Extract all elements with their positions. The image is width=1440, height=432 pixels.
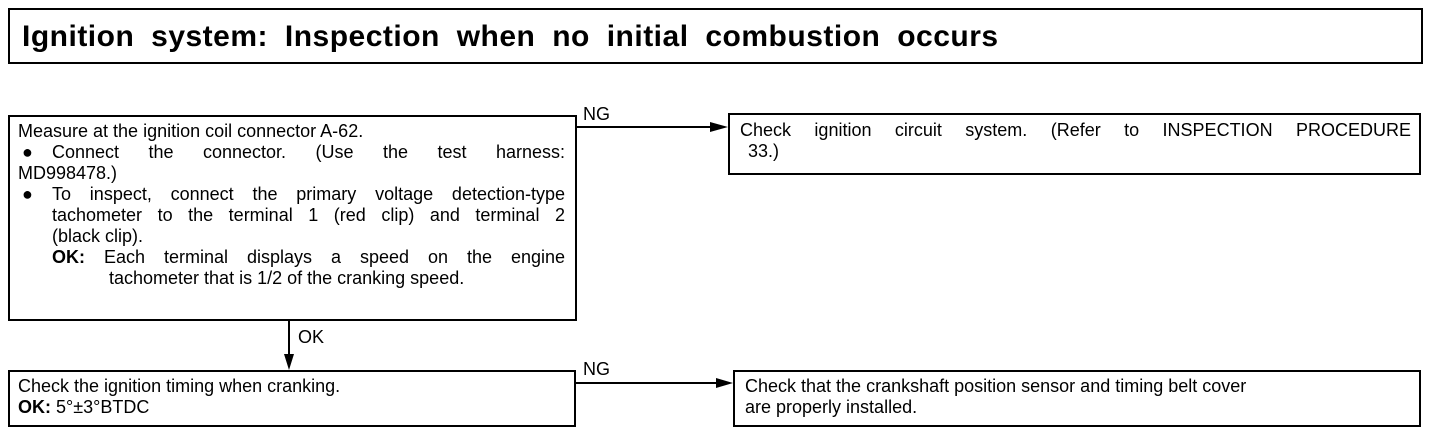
bullet-2-line-2: tachometer to the terminal 1 (red clip) …: [52, 205, 565, 225]
ok-line-2: tachometer that is 1/2 of the cranking s…: [109, 268, 465, 288]
timing-ok-line: OK: 5°±3°BTDC: [18, 397, 566, 418]
circuit-line-1: Check ignition circuit system. (Refer to…: [740, 120, 1411, 140]
ok-label: OK: [298, 327, 325, 347]
timing-ok-label: OK:: [18, 397, 51, 417]
bullet-dot-icon: ●: [22, 184, 33, 204]
crank-line-2: are properly installed.: [745, 397, 918, 417]
timing-step-box: Check the ignition timing when cranking.…: [8, 370, 576, 427]
bullet-dot-icon: ●: [22, 142, 33, 162]
measure-step-box: Measure at the ignition coil connector A…: [8, 115, 577, 321]
measure-heading: Measure at the ignition coil connector A…: [18, 121, 364, 141]
title-box: Ignition system: Inspection when no init…: [8, 8, 1423, 64]
ng-label-2: NG: [583, 359, 610, 379]
bullet-2-line-1: To inspect, connect the primary voltage …: [52, 184, 565, 204]
measure-bullet-1: ● Connect the connector. (Use the test h…: [18, 142, 565, 163]
ng-label-1: NG: [583, 104, 610, 124]
circuit-check-box: Check ignition circuit system. (Refer to…: [728, 113, 1421, 175]
bullet-1-line-2: MD998478.): [18, 163, 118, 183]
measure-ok-criteria: OK: Each terminal displays a speed on th…: [52, 247, 565, 289]
ok-criteria-label: OK:: [52, 247, 85, 267]
circuit-line-2: 33.): [748, 141, 780, 161]
measure-bullet-2: ● To inspect, connect the primary voltag…: [18, 184, 565, 247]
ok-line-1-text: Each terminal displays a speed on the en…: [103, 247, 565, 267]
crankshaft-check-box: Check that the crankshaft position senso…: [733, 370, 1421, 427]
bullet-1-line-1: Connect the connector. (Use the test har…: [52, 142, 565, 162]
ng-arrowhead-2: [716, 378, 733, 388]
timing-ok-value: 5°±3°BTDC: [56, 397, 150, 417]
bullet-2-line-3: (black clip).: [52, 226, 144, 246]
crank-line-1: Check that the crankshaft position senso…: [745, 376, 1247, 396]
ng-arrowhead-1: [710, 122, 728, 132]
ok-arrowhead: [284, 354, 294, 370]
page-title: Ignition system: Inspection when no init…: [22, 20, 999, 53]
timing-line-1: Check the ignition timing when cranking.: [18, 376, 341, 396]
ok-line-1: OK: Each terminal displays a speed on th…: [52, 247, 565, 268]
